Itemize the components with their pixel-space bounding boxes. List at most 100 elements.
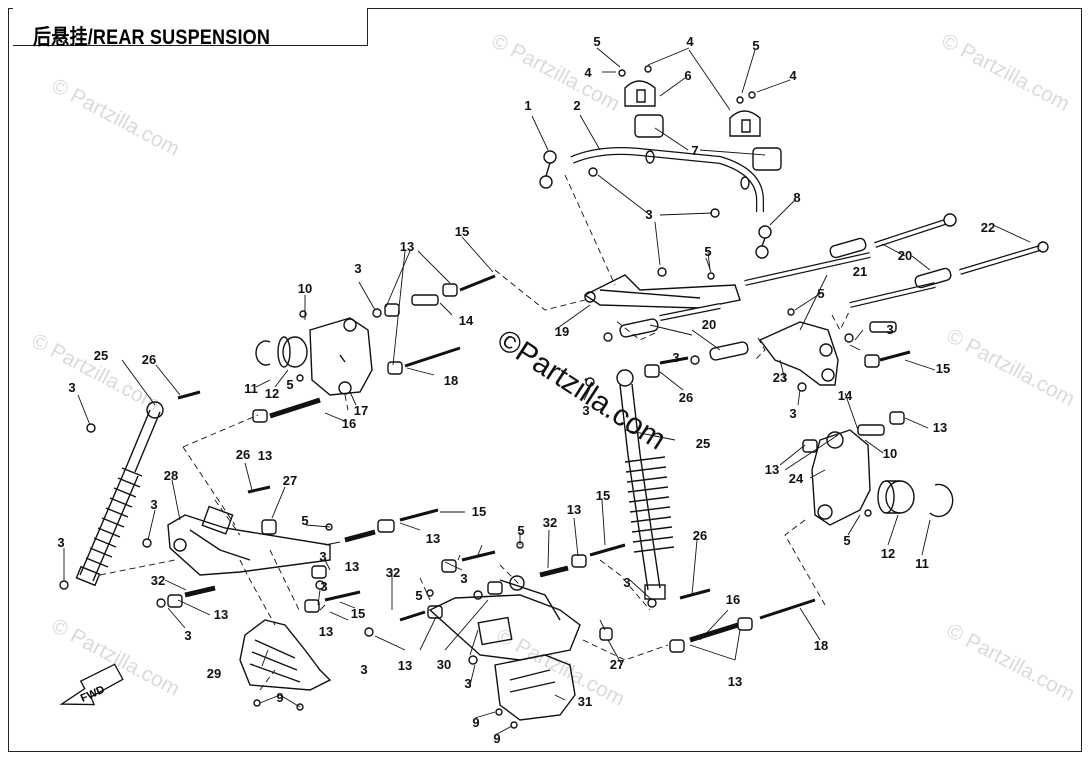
callout: 30	[437, 657, 451, 672]
callout: 9	[276, 690, 283, 705]
callout: 32	[543, 515, 557, 530]
upper-a-arm	[583, 274, 741, 309]
callout: 4	[789, 68, 797, 83]
callout: 18	[814, 638, 828, 653]
callout: 3	[57, 535, 64, 550]
callout: 3	[789, 406, 796, 421]
callout: 29	[207, 666, 221, 681]
callout: 12	[265, 386, 279, 401]
callout: 3	[623, 575, 630, 590]
callout: 25	[696, 436, 710, 451]
callout: 8	[793, 190, 800, 205]
center-lower-arm	[428, 575, 581, 661]
callout: 3	[464, 676, 471, 691]
callout: 13	[214, 607, 228, 622]
callout: 3	[360, 662, 367, 677]
callout: 15	[472, 504, 486, 519]
callout: 9	[493, 731, 500, 746]
callout: 3	[68, 380, 75, 395]
callout: 11	[244, 381, 258, 396]
callout: 15	[596, 488, 610, 503]
callout: 19	[555, 324, 569, 339]
callout: 16	[726, 592, 740, 607]
callout: 13	[398, 658, 412, 673]
right-knuckle	[758, 321, 954, 526]
callout: 5	[415, 588, 422, 603]
callout: 5	[593, 34, 600, 49]
callout: 4	[584, 65, 592, 80]
title-box: 后悬挂/REAR SUSPENSION	[13, 8, 368, 49]
callout: 21	[853, 264, 867, 279]
callout: 13	[426, 531, 440, 546]
bolts-and-spacers	[167, 274, 911, 653]
callout: 7	[691, 143, 698, 158]
center-watermark: ©Partzilla.com	[491, 323, 672, 456]
callout: 13	[345, 559, 359, 574]
callout: 11	[915, 556, 929, 571]
callout: 3	[319, 549, 326, 564]
left-shock	[75, 401, 164, 587]
callout: 6	[684, 68, 691, 83]
callout: 4	[686, 34, 694, 49]
callout: 3	[184, 628, 191, 643]
callout: 5	[301, 513, 308, 528]
callout: 32	[386, 565, 400, 580]
callout: 1	[524, 98, 531, 113]
callout: 3	[582, 403, 589, 418]
callout: 22	[981, 220, 995, 235]
dashed-guides	[99, 174, 851, 691]
callout: 15	[351, 606, 365, 621]
callout: 26	[142, 352, 156, 367]
diagram-title: 后悬挂/REAR SUSPENSION	[33, 26, 271, 49]
callout: 10	[298, 281, 312, 296]
skid-plates	[239, 619, 576, 721]
callout: 5	[817, 286, 824, 301]
callout: 3	[354, 261, 361, 276]
watermark: © Partzilla.com	[943, 324, 1079, 411]
callout: 14	[838, 388, 853, 403]
callout: 13	[258, 448, 272, 463]
callout: 3	[460, 571, 467, 586]
callout: 5	[704, 244, 711, 259]
callout: 3	[320, 579, 327, 594]
fwd-arrow-icon: FWD	[59, 663, 124, 706]
callout: 10	[883, 446, 897, 461]
callout: 12	[881, 546, 895, 561]
callout: 20	[702, 317, 716, 332]
callout: 16	[342, 416, 356, 431]
callout: 13	[400, 239, 414, 254]
callout: 26	[693, 528, 707, 543]
callout: 15	[936, 361, 950, 376]
callout: 13	[319, 624, 333, 639]
callout: 13	[728, 674, 742, 689]
stabilizer-bar	[570, 147, 764, 212]
callout: 26	[679, 390, 693, 405]
callout: 26	[236, 447, 250, 462]
watermark: © Partzilla.com	[28, 329, 164, 416]
callout: 17	[354, 403, 368, 418]
callout: 13	[765, 462, 779, 477]
callout: 14	[459, 313, 474, 328]
center-shock	[616, 369, 675, 600]
callout: 20	[898, 248, 912, 263]
callout: 28	[164, 468, 178, 483]
callout: 3	[645, 207, 652, 222]
callout: 18	[444, 373, 458, 388]
stabilizer-links	[539, 150, 772, 259]
callout: 5	[517, 523, 524, 538]
watermark: © Partzilla.com	[48, 614, 184, 701]
callout: 32	[151, 573, 165, 588]
callout: 23	[773, 370, 787, 385]
callout: 25	[94, 348, 108, 363]
watermark: © Partzilla.com	[48, 74, 184, 161]
callout: 3	[150, 497, 157, 512]
nuts	[59, 167, 872, 729]
callout: 27	[283, 473, 297, 488]
watermark: © Partzilla.com	[488, 29, 624, 116]
diagram-frame	[8, 8, 1082, 752]
rods	[619, 213, 1049, 361]
callout: 13	[933, 420, 947, 435]
callout: 5	[752, 38, 759, 53]
callout: 24	[789, 471, 804, 486]
